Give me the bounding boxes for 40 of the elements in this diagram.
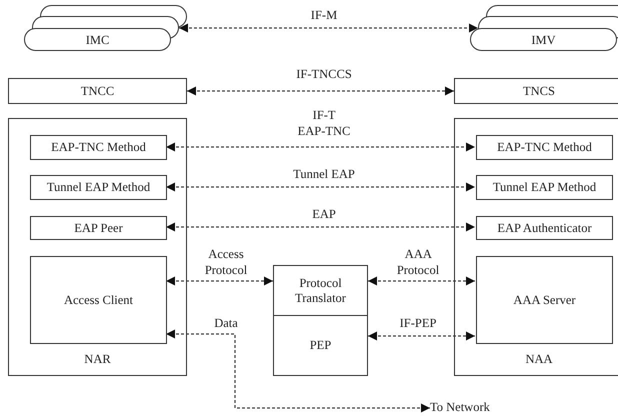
box-label: IMV (530, 33, 557, 48)
process-box (8, 78, 187, 104)
box-label: EAP-TNC Method (51, 140, 146, 155)
box-label: AAA Server (513, 292, 576, 308)
process-box (476, 256, 613, 344)
process-box (476, 216, 613, 240)
container-label: NAA (524, 352, 554, 367)
box-label: TNCS (523, 84, 555, 98)
process-box (476, 175, 613, 200)
box-label: Tunnel EAP Method (46, 180, 150, 195)
box-label: IMC (84, 33, 110, 48)
box-label: Access Client (64, 292, 134, 308)
process-box (273, 265, 368, 316)
dashed-double-arrow (166, 182, 476, 192)
process-box (30, 135, 167, 160)
dashed-double-arrow (166, 222, 476, 232)
process-box (273, 315, 368, 376)
box-label: EAP-TNC Method (497, 140, 592, 155)
process-box (30, 175, 167, 200)
dashed-double-arrow (186, 86, 454, 96)
text-label: To Network (430, 400, 491, 415)
dashed-double-arrow (368, 276, 476, 286)
dashed-double-arrow (368, 332, 476, 340)
box-label: Protocol Translator (294, 276, 347, 306)
system-container (8, 118, 187, 376)
process-box (476, 135, 613, 160)
box-label: EAP Peer (74, 220, 123, 236)
dashed-double-arrow (178, 24, 478, 32)
process-box (30, 216, 167, 240)
box-label: TNCC (80, 84, 114, 98)
dashed-double-arrow (166, 142, 476, 152)
process-box (30, 256, 167, 344)
process-box (454, 78, 618, 104)
container-label: NAR (83, 352, 112, 367)
dashed-double-arrow (166, 276, 274, 286)
box-label: EAP Authenticator (497, 220, 592, 236)
box-label: Tunnel EAP Method (492, 180, 596, 195)
box-label: PEP (310, 338, 332, 353)
system-container (454, 118, 618, 376)
dashed-double-arrow (166, 330, 430, 412)
